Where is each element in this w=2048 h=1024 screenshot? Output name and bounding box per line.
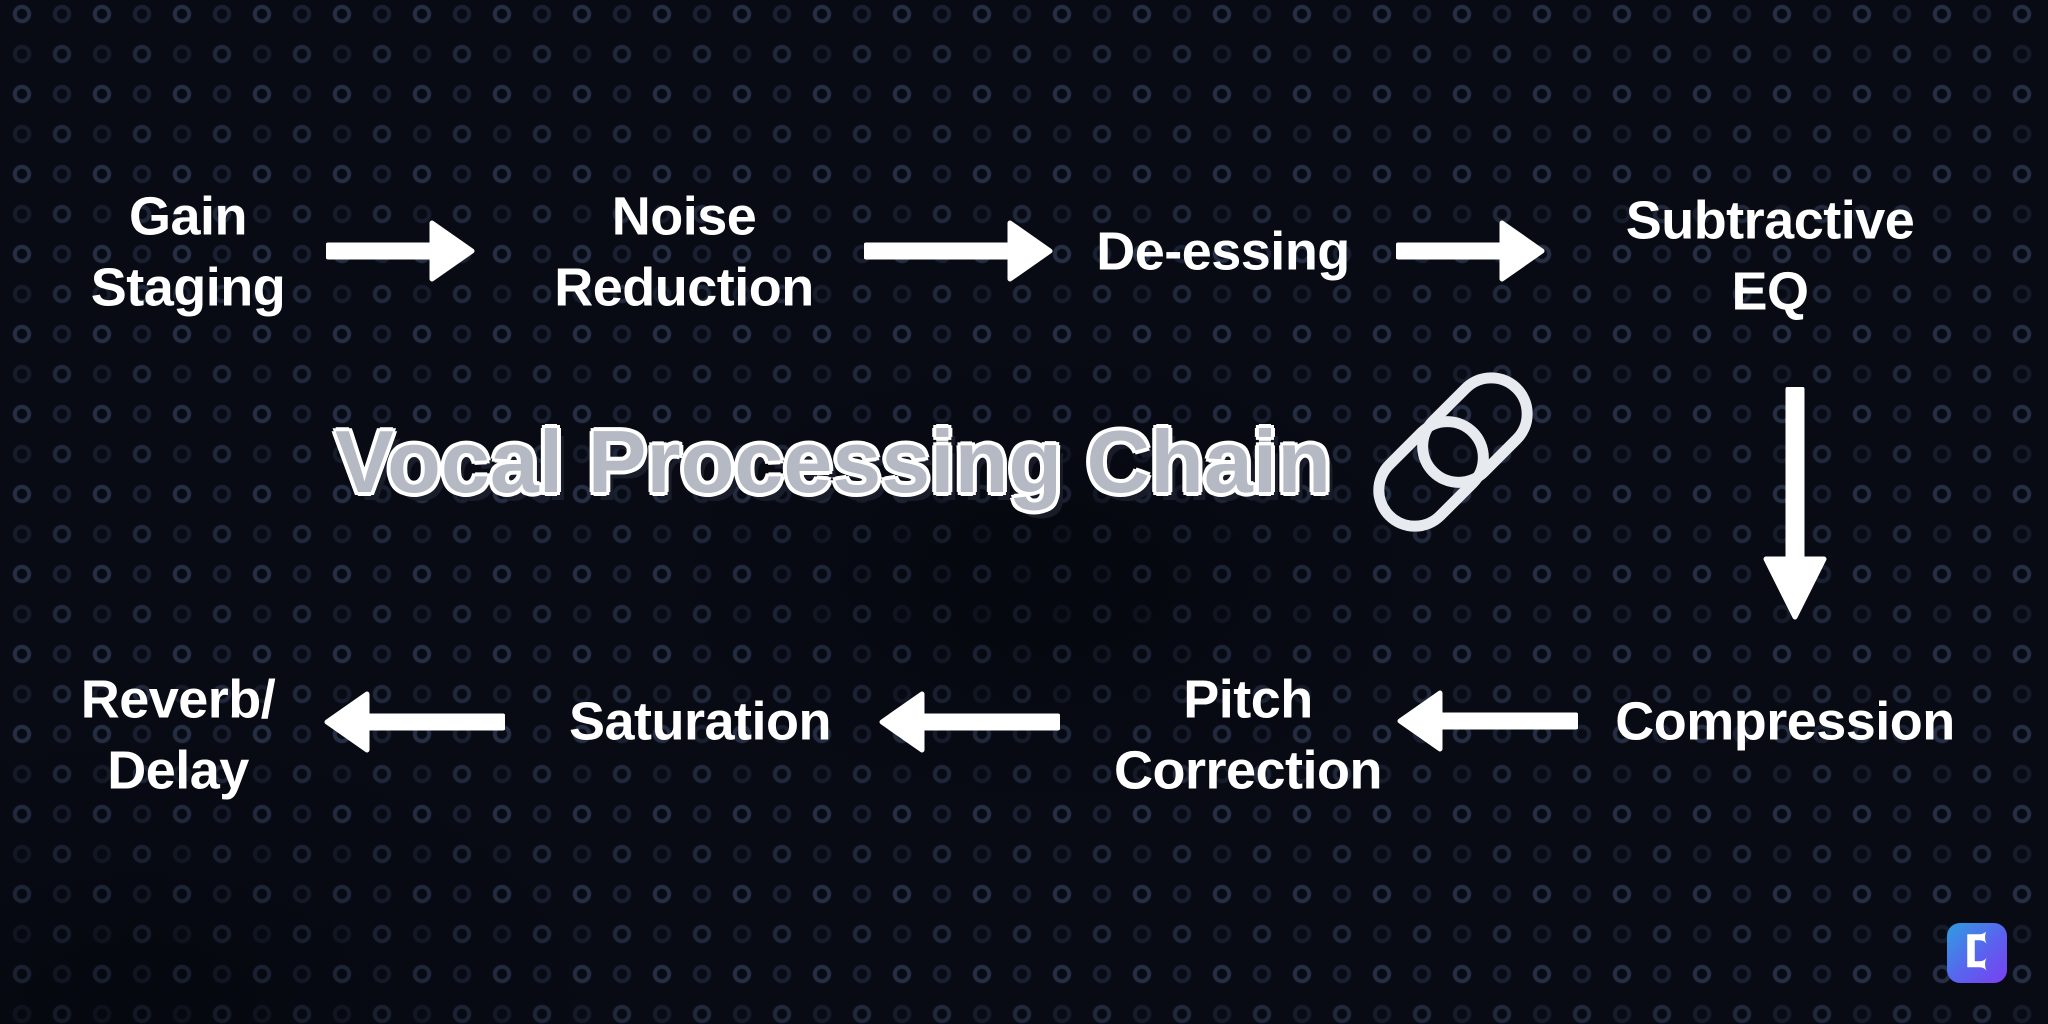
arrow-right-icon — [864, 220, 1053, 282]
arrow-right-icon — [326, 220, 475, 282]
arrow-left-icon — [324, 691, 505, 753]
step-subtractive-eq: Subtractive EQ — [1625, 190, 1915, 322]
brand-logo-badge — [1947, 923, 2007, 983]
step-noise-reduction: Noise Reduction — [554, 186, 814, 318]
page-title: Vocal Processing Chain — [334, 412, 1332, 511]
step-reverb-delay: Reverb/ Delay — [80, 669, 276, 801]
step-de-essing: De-essing — [1096, 221, 1350, 282]
c-logo-icon — [1967, 932, 1987, 971]
chain-link-icon — [1373, 372, 1533, 532]
step-saturation: Saturation — [568, 691, 832, 752]
step-pitch-correction: Pitch Correction — [1113, 669, 1383, 801]
arrow-left-icon — [879, 691, 1060, 753]
step-compression: Compression — [1615, 691, 1955, 752]
arrow-down-icon — [1763, 387, 1827, 620]
step-gain-staging: Gain Staging — [90, 186, 286, 318]
arrow-right-icon — [1396, 220, 1545, 282]
arrow-left-icon — [1397, 690, 1578, 752]
